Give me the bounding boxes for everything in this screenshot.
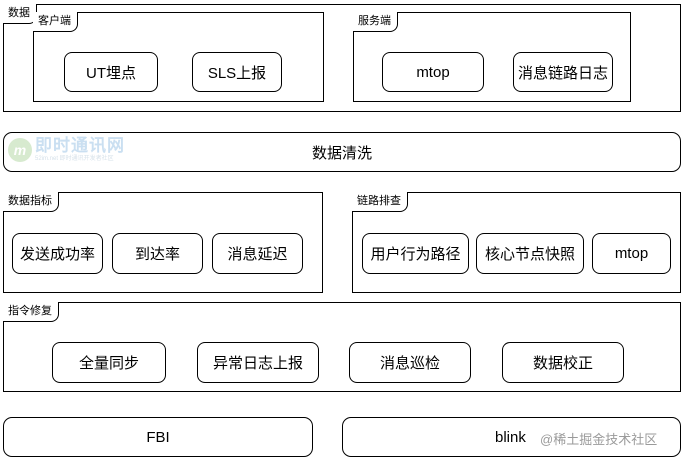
im-watermark-title: 即时通讯网 bbox=[35, 136, 125, 155]
ut-tracking-box: UT埋点 bbox=[64, 52, 158, 92]
data-cleaning-bar: 数据清洗 bbox=[3, 132, 681, 172]
fbi-bar: FBI bbox=[3, 417, 313, 457]
message-delay-box: 消息延迟 bbox=[212, 233, 303, 274]
repair-frame: 指令修复 全量同步 异常日志上报 消息巡检 数据校正 bbox=[3, 302, 681, 392]
exception-log-report-box: 异常日志上报 bbox=[197, 342, 319, 383]
arrival-rate-box: 到达率 bbox=[112, 233, 203, 274]
im-watermark: m 即时通讯网 52im.net 即时通讯开发者社区 bbox=[8, 137, 125, 163]
data-source-frame: 数据 客户端 UT埋点 SLS上报 服务端 mtop 消息链路日志 bbox=[3, 4, 681, 112]
metrics-frame: 数据指标 发送成功率 到达率 消息延迟 bbox=[3, 192, 323, 293]
trace-label: 链路排查 bbox=[352, 192, 408, 212]
message-inspection-box: 消息巡检 bbox=[349, 342, 471, 383]
send-success-rate-box: 发送成功率 bbox=[12, 233, 103, 274]
trace-mtop-box: mtop bbox=[592, 233, 671, 274]
im-watermark-subtitle: 52im.net 即时通讯开发者社区 bbox=[35, 156, 114, 162]
core-node-snapshot-box: 核心节点快照 bbox=[476, 233, 584, 274]
data-correction-box: 数据校正 bbox=[502, 342, 624, 383]
server-label: 服务端 bbox=[353, 12, 398, 32]
user-behavior-path-box: 用户行为路径 bbox=[362, 233, 469, 274]
server-mtop-box: mtop bbox=[382, 52, 484, 92]
message-link-log-box: 消息链路日志 bbox=[513, 52, 613, 92]
im-logo-icon: m bbox=[8, 138, 32, 162]
server-frame: 服务端 mtop 消息链路日志 bbox=[353, 12, 631, 102]
repair-label: 指令修复 bbox=[3, 302, 59, 322]
client-frame: 客户端 UT埋点 SLS上报 bbox=[33, 12, 324, 102]
client-label: 客户端 bbox=[33, 12, 78, 32]
juejin-watermark: @稀土掘金技术社区 bbox=[540, 432, 658, 447]
sls-report-box: SLS上报 bbox=[192, 52, 282, 92]
full-sync-box: 全量同步 bbox=[52, 342, 166, 383]
metrics-label: 数据指标 bbox=[3, 192, 59, 212]
blink-bar: blink bbox=[342, 417, 681, 457]
data-source-label: 数据 bbox=[3, 4, 37, 24]
trace-frame: 链路排查 用户行为路径 核心节点快照 mtop bbox=[352, 192, 681, 293]
